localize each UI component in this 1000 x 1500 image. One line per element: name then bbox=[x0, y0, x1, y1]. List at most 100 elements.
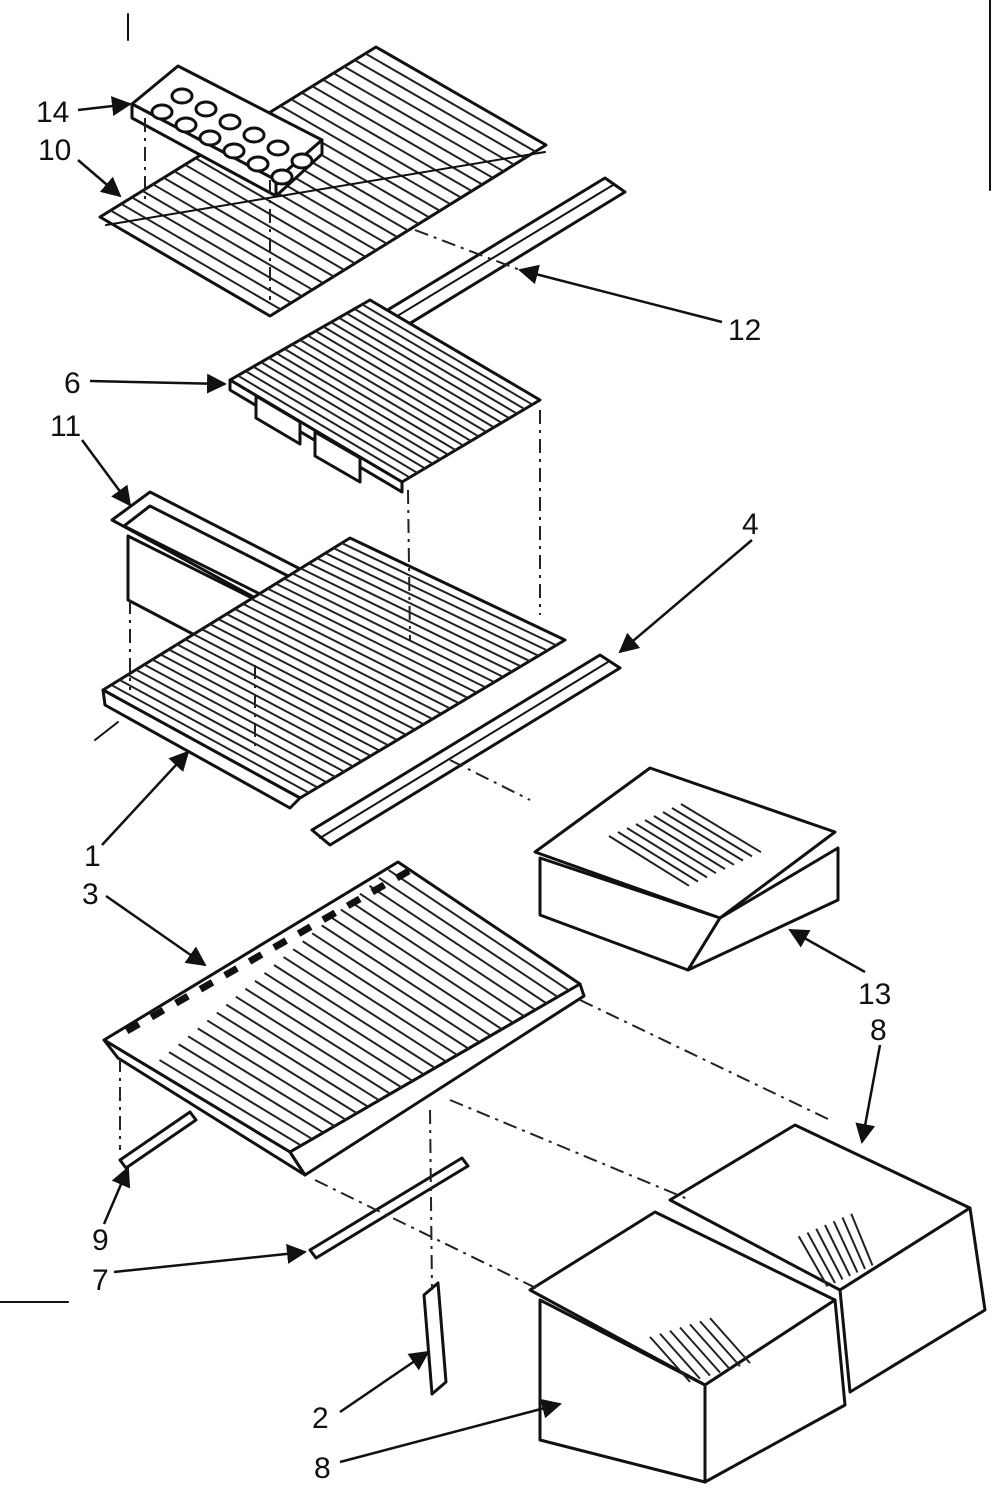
shelf-rib bbox=[127, 673, 327, 784]
shelf-rib bbox=[353, 308, 526, 410]
callout-10: 10 bbox=[38, 134, 71, 167]
part-13-drawer bbox=[533, 766, 840, 972]
shelf-rib bbox=[387, 869, 570, 992]
shelf-rib bbox=[235, 995, 391, 1095]
shelf-rib bbox=[669, 1329, 711, 1377]
shelf-rib bbox=[226, 613, 433, 720]
shelf-hole bbox=[395, 868, 411, 882]
shelf-rib bbox=[292, 948, 458, 1056]
shelf-rib bbox=[245, 370, 418, 474]
callout-14: 14 bbox=[36, 96, 69, 129]
shelf-rib bbox=[283, 348, 457, 451]
shelf-rib bbox=[242, 602, 451, 710]
egg-cup bbox=[170, 87, 194, 105]
shelf-rib bbox=[354, 59, 526, 160]
egg-cup bbox=[194, 100, 218, 118]
shelf-rib bbox=[234, 608, 442, 715]
alignment-lines bbox=[119, 118, 831, 1291]
shelf-rib bbox=[815, 1228, 844, 1280]
shelf-rib bbox=[340, 908, 514, 1024]
shelf-rib bbox=[662, 811, 744, 862]
shelf-rib bbox=[152, 183, 324, 284]
shelf-rib bbox=[193, 633, 398, 741]
shelf-rib bbox=[368, 884, 548, 1005]
shelf-rib bbox=[343, 65, 515, 166]
shelf-rib bbox=[252, 365, 426, 470]
egg-cup bbox=[290, 152, 314, 170]
shelf-rib bbox=[322, 325, 495, 429]
shelf-rib bbox=[120, 203, 292, 304]
shelf-rib bbox=[300, 567, 513, 673]
shelf-rib bbox=[209, 623, 416, 731]
shelf-rib bbox=[216, 1011, 369, 1108]
shelf-rib bbox=[282, 956, 447, 1063]
shelf-rib bbox=[364, 52, 536, 153]
shelf-rib bbox=[291, 572, 504, 678]
shelf-rib bbox=[824, 1224, 851, 1277]
shelf-rib bbox=[626, 827, 708, 879]
shelf-rib bbox=[617, 831, 699, 883]
part-3-crisper-cover-shelf bbox=[102, 860, 586, 1177]
shelf-rib bbox=[141, 189, 313, 291]
callout-8-lower: 8 bbox=[314, 1452, 331, 1485]
shelf-rib bbox=[187, 1035, 336, 1128]
part-8-crisper-drawer-back bbox=[668, 1123, 987, 1394]
callout-1: 1 bbox=[84, 840, 101, 873]
leader-lines bbox=[77, 96, 882, 1464]
shelf-rib bbox=[237, 374, 411, 479]
part-7-rail bbox=[308, 1156, 470, 1260]
shelf-rib bbox=[151, 658, 354, 768]
shelf-rib bbox=[163, 176, 335, 278]
egg-cup bbox=[218, 113, 242, 131]
shelf-rib bbox=[263, 972, 425, 1076]
shelf-rib bbox=[311, 932, 481, 1043]
shelf-rib bbox=[244, 987, 403, 1089]
shelf-rib bbox=[322, 78, 494, 179]
callout-labels: 14 10 12 6 11 4 1 3 13 8 9 7 2 8 bbox=[36, 96, 891, 1485]
egg-cup bbox=[222, 142, 246, 160]
callout-13: 13 bbox=[858, 978, 891, 1011]
callout-9: 9 bbox=[92, 1224, 109, 1257]
shelf-rib bbox=[168, 1051, 313, 1140]
shelf-rib bbox=[290, 98, 462, 199]
shelf-rib bbox=[176, 643, 380, 752]
shelf-hole bbox=[149, 1007, 166, 1021]
shelf-rib bbox=[118, 678, 319, 789]
shelf-rib bbox=[359, 892, 536, 1011]
shelf-rib bbox=[324, 552, 539, 657]
shelf-rib bbox=[258, 592, 469, 699]
shelf-rib bbox=[797, 1235, 829, 1287]
shelf-rib bbox=[699, 1320, 741, 1367]
shelf-rib bbox=[178, 1043, 324, 1134]
shelf-rib bbox=[679, 1326, 721, 1374]
egg-cup bbox=[174, 116, 198, 134]
shelf-rib bbox=[644, 819, 726, 870]
part-4-shelf-rail bbox=[310, 653, 622, 847]
egg-cup bbox=[242, 126, 266, 144]
shelf-rib bbox=[680, 803, 762, 854]
shelf-rib bbox=[608, 835, 690, 887]
part-9-rail bbox=[118, 1110, 198, 1170]
shelf-rib bbox=[225, 1003, 380, 1102]
callout-6: 6 bbox=[64, 367, 81, 400]
shelf-rib bbox=[349, 900, 525, 1018]
callout-7: 7 bbox=[92, 1264, 109, 1297]
shelf-rib bbox=[291, 343, 464, 447]
shelf-rib bbox=[260, 361, 434, 465]
shelf-rib bbox=[333, 547, 548, 652]
shelf-rib bbox=[110, 684, 310, 794]
shelf-rib bbox=[330, 916, 503, 1031]
egg-cup bbox=[266, 139, 290, 157]
shelf-rib bbox=[250, 597, 460, 705]
shelf-hole bbox=[124, 1021, 141, 1035]
egg-cup bbox=[270, 168, 294, 186]
shelf-rib bbox=[279, 104, 451, 206]
shelf-rib bbox=[659, 1333, 701, 1380]
shelf-rib bbox=[321, 924, 492, 1037]
shelf-rib bbox=[709, 1317, 751, 1364]
shelf-rib bbox=[653, 815, 735, 866]
shelf-rib bbox=[338, 316, 510, 420]
callout-3: 3 bbox=[82, 878, 99, 911]
shelf-rib bbox=[276, 352, 449, 456]
